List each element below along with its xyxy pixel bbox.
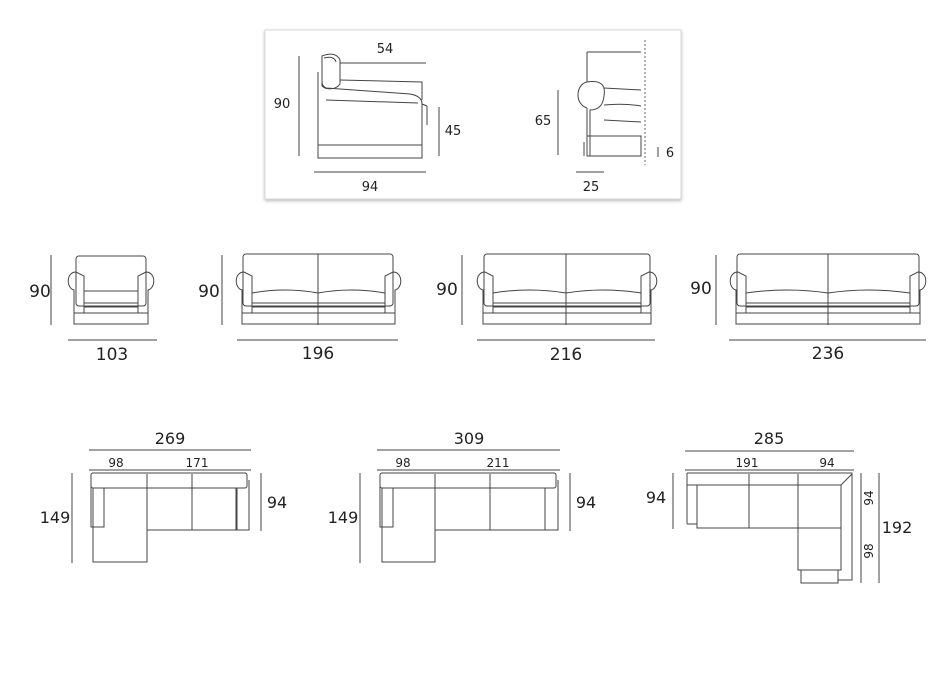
label-sectional-309-depth: 149 [328,508,359,527]
dimension-sectional-309-total: 309 98 211 [377,429,560,471]
dimension-sofa-216-height: 90 [436,255,463,325]
label-sectional-285-sofa: 191 [736,456,759,470]
label-sectional-285-total: 285 [754,429,785,448]
label-armchair-width: 103 [96,345,128,365]
sofa-236-front-view [729,253,927,325]
dimension-sofa-196-width: 196 [237,339,398,364]
label-armrest-width: 25 [583,180,600,195]
label-armrest-height: 65 [535,114,552,129]
dimension-sofa-236-height: 90 [690,255,717,325]
dimension-sofa-236-width: 236 [729,339,926,364]
label-sofa-236-width: 236 [812,344,844,364]
label-leg-height: 6 [666,146,674,161]
armchair-front-view [67,255,155,325]
sofa-side-profile [317,53,428,159]
sofa-196-front-view [235,253,402,325]
label-sofa-216-height: 90 [436,280,458,300]
label-sectional-285-corner: 94 [819,456,834,470]
label-sectional-285-total-depth: 192 [882,518,913,537]
dimension-sectional-269-total: 269 98 171 [89,429,251,471]
sectional-269-plan [90,472,250,563]
dimension-leg-height: 6 [657,146,674,161]
dimension-armchair-height: 90 [29,255,52,325]
label-sectional-285-sofa-depth: 94 [646,488,666,507]
label-sofa-216-width: 216 [550,345,582,365]
label-side-depth: 94 [362,180,379,195]
dimension-seat-height: 45 [438,107,462,156]
dimension-armrest-width: 25 [576,171,604,195]
label-sectional-285-corner-depth: 94 [862,490,876,505]
armrest-section-profile [577,40,646,165]
label-sectional-269-sofa-depth: 94 [267,493,287,512]
label-sofa-236-height: 90 [690,279,712,299]
label-sectional-269-sofa: 171 [186,456,209,470]
label-sofa-196-height: 90 [198,282,220,302]
label-side-height: 90 [274,97,291,112]
dimension-sectional-285-depth: 94 94 98 192 [646,473,912,583]
dimension-armrest-height: 65 [535,90,559,155]
side-view-panel [264,29,682,200]
label-sectional-269-depth: 149 [40,508,71,527]
label-armchair-height: 90 [29,282,51,302]
sectional-285-plan [686,472,853,584]
sectional-309-plan [379,472,559,563]
dimension-side-depth: 94 [314,171,426,195]
dimension-sectional-285-total: 285 191 94 [685,429,854,471]
dimension-sectional-269-depth: 149 94 [40,473,287,563]
dimension-sofa-216-width: 216 [477,339,655,365]
label-sectional-309-sofa: 211 [487,456,510,470]
label-sectional-309-total: 309 [454,429,485,448]
dimension-side-height: 90 [274,56,300,156]
label-sectional-269-chaise: 98 [108,456,123,470]
dimension-sofa-196-height: 90 [198,255,223,325]
label-top-depth: 54 [377,42,394,57]
dimension-sectional-309-depth: 149 94 [328,473,596,563]
dimension-top-depth: 54 [340,42,426,64]
label-sectional-269-total: 269 [155,429,186,448]
label-sectional-309-chaise: 98 [395,456,410,470]
dimension-armchair-width: 103 [68,339,157,365]
label-sectional-309-sofa-depth: 94 [576,493,596,512]
label-sofa-196-width: 196 [302,344,334,364]
label-sectional-285-return-depth: 98 [862,543,876,558]
sofa-216-front-view [476,253,658,325]
label-seat-height: 45 [445,124,462,139]
